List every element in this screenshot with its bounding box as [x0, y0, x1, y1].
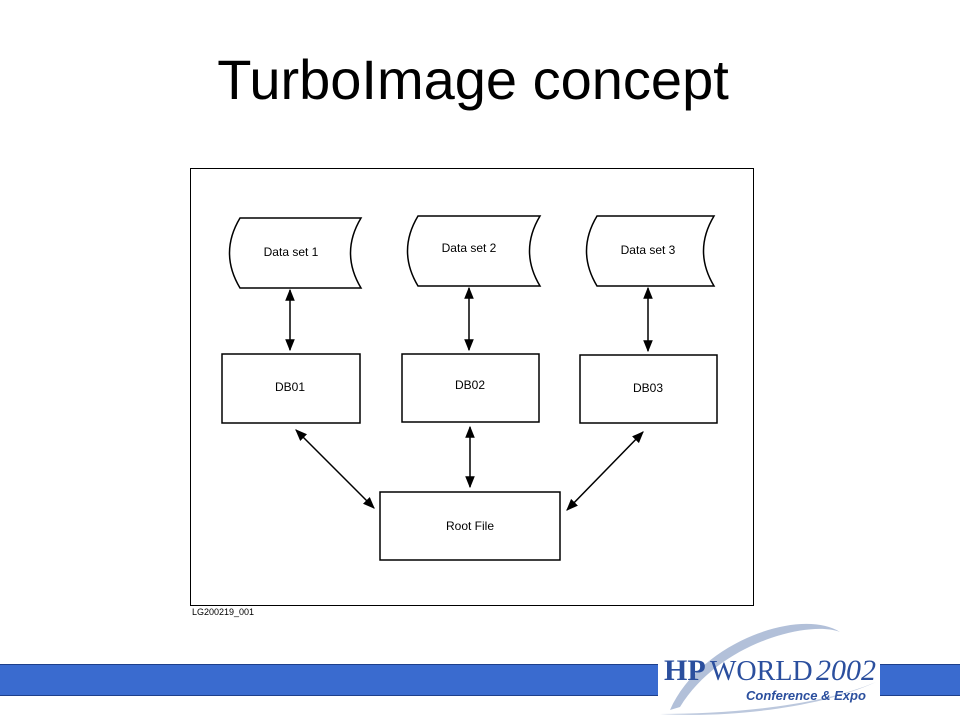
db01-box: DB01: [221, 353, 361, 424]
data-set-1-label: Data set 1: [264, 245, 319, 259]
arrow-db01-root: [295, 429, 375, 509]
db02-label: DB02: [455, 378, 485, 392]
root-file-label: Root File: [446, 519, 494, 533]
hp-world-2002-logo: HP WORLD 2002 Conference & Expo: [660, 623, 876, 715]
data-set-2-label: Data set 2: [442, 241, 497, 255]
logo-swoosh-lower-icon: [660, 682, 876, 715]
db02-box: DB02: [401, 353, 540, 423]
data-set-1: Data set 1: [228, 217, 363, 289]
db01-label: DB01: [275, 380, 305, 394]
data-set-2: Data set 2: [406, 215, 542, 287]
data-set-3-label: Data set 3: [621, 243, 676, 257]
logo-swoosh-icon: [670, 623, 840, 710]
data-set-3: Data set 3: [585, 215, 716, 287]
logo-tagline: Conference & Expo: [746, 688, 866, 703]
root-file-box: Root File: [379, 491, 561, 561]
logo-hp: HP: [664, 654, 706, 687]
figure-code: LG200219_001: [192, 607, 255, 617]
arrow-db03-root: [566, 431, 644, 511]
slide-title: TurboImage concept: [217, 48, 729, 111]
db03-box: DB03: [579, 354, 718, 424]
db03-label: DB03: [633, 381, 663, 395]
logo-world: WORLD: [710, 656, 813, 687]
logo-year: 2002: [816, 654, 876, 687]
